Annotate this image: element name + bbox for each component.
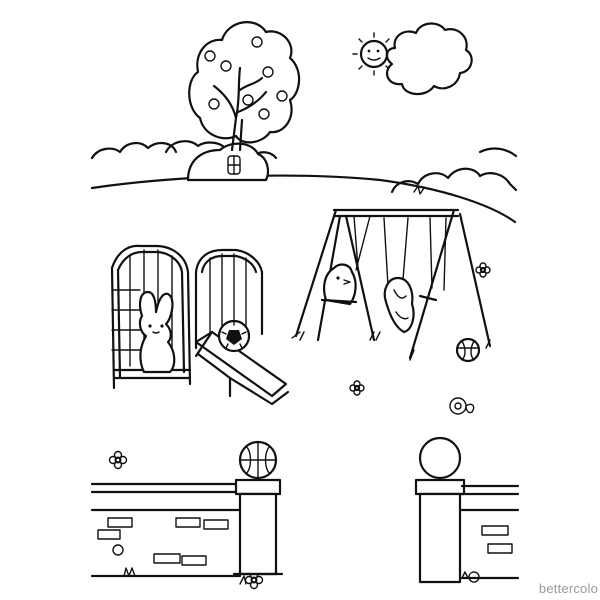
watermark-text: bettercolo: [538, 581, 598, 596]
hill-icon: [92, 176, 515, 222]
basketball-icon: [240, 442, 276, 478]
bunny-peep-icon: [140, 292, 174, 372]
bush-icon: [92, 141, 516, 192]
flower-icon: [110, 263, 491, 589]
chick-peep-icon: [322, 265, 356, 304]
slide-icon: [196, 332, 288, 404]
swing-set-icon: [292, 210, 490, 360]
brick-wall-icon: [92, 484, 240, 576]
bush-house-icon: [188, 144, 268, 180]
beach-ball-icon: [457, 339, 479, 361]
chick-peep-back-icon: [385, 278, 414, 332]
cloud-icon: [387, 24, 472, 95]
brick-wall-icon: [462, 486, 518, 582]
grass-icon: [240, 186, 424, 584]
globe-lamp-icon: [420, 438, 460, 478]
pillar-icon: [234, 480, 282, 574]
pillar-icon: [416, 480, 464, 582]
soccer-ball-icon: [219, 321, 249, 351]
apple-tree-icon: [189, 22, 299, 150]
